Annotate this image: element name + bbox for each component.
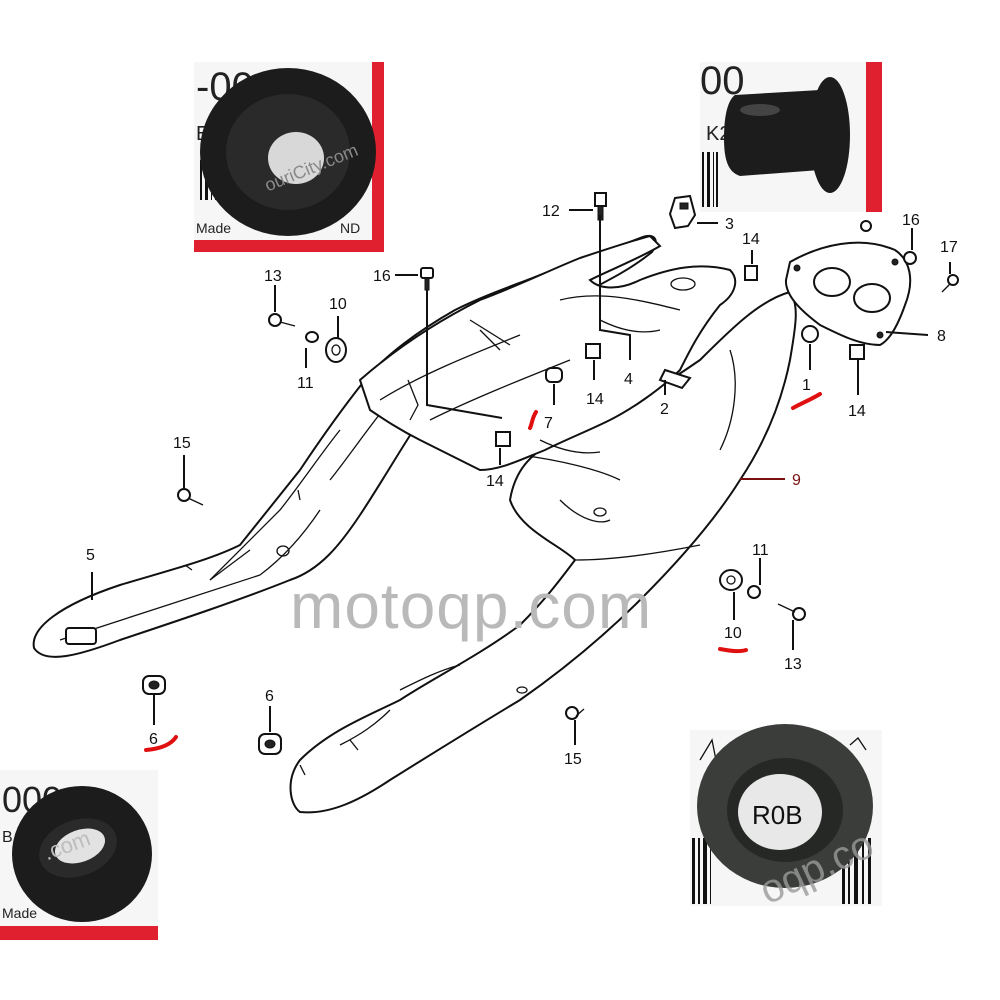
label-5: 5 — [86, 547, 95, 564]
label-14-mid: 14 — [586, 391, 604, 408]
photo-tl-made: Made — [196, 220, 231, 236]
label-15-left: 15 — [173, 435, 191, 452]
photo-grommet-bottom-right: R0B oqp.co — [690, 724, 882, 913]
label-17: 17 — [940, 239, 958, 256]
photo-grommet-bottom-left: 000 B Made .com — [0, 770, 158, 940]
label-11-left: 11 — [297, 375, 314, 392]
callout-labels: 12 3 16 13 10 11 14 14 4 7 2 1 14 8 16 1… — [86, 203, 958, 768]
bracket-part-8 — [784, 241, 912, 347]
photo-grommet-top-left: -000 E Made ND ouriCity.com — [194, 62, 384, 252]
label-14-top: 14 — [742, 231, 760, 248]
inner-fender — [358, 234, 737, 472]
label-13-left: 13 — [264, 268, 282, 285]
label-8: 8 — [937, 328, 946, 345]
label-10-left: 10 — [329, 296, 347, 313]
label-14-right: 14 — [848, 403, 866, 420]
photo-bl-made: Made — [2, 905, 37, 921]
label-12: 12 — [542, 203, 560, 220]
label-10-right: 10 — [724, 625, 742, 642]
side-cover-part-5 — [32, 234, 657, 658]
label-13-right: 13 — [784, 656, 802, 673]
label-2: 2 — [660, 401, 669, 418]
photo-tl-made-end: ND — [340, 220, 360, 236]
label-14-low: 14 — [486, 473, 504, 490]
label-9: 9 — [792, 472, 801, 489]
label-4: 4 — [624, 371, 633, 388]
red-highlight-marks — [144, 392, 822, 752]
photo-br-marking: R0B — [752, 800, 803, 830]
hardware — [142, 192, 959, 755]
label-3: 3 — [725, 216, 734, 233]
label-16-right: 16 — [902, 212, 920, 229]
label-1: 1 — [802, 377, 811, 394]
photo-grommet-top-right: 00 K2 — [700, 59, 882, 212]
label-16-top: 16 — [373, 268, 391, 285]
label-15-bottom: 15 — [564, 751, 582, 768]
photo-bl-line2: B — [2, 829, 13, 846]
watermark: motoqp.com — [290, 570, 652, 642]
label-6-mid: 6 — [265, 688, 274, 705]
label-11-right: 11 — [752, 542, 769, 559]
leader-lines — [91, 209, 951, 745]
label-6-left: 6 — [149, 731, 158, 748]
label-7: 7 — [544, 415, 553, 432]
